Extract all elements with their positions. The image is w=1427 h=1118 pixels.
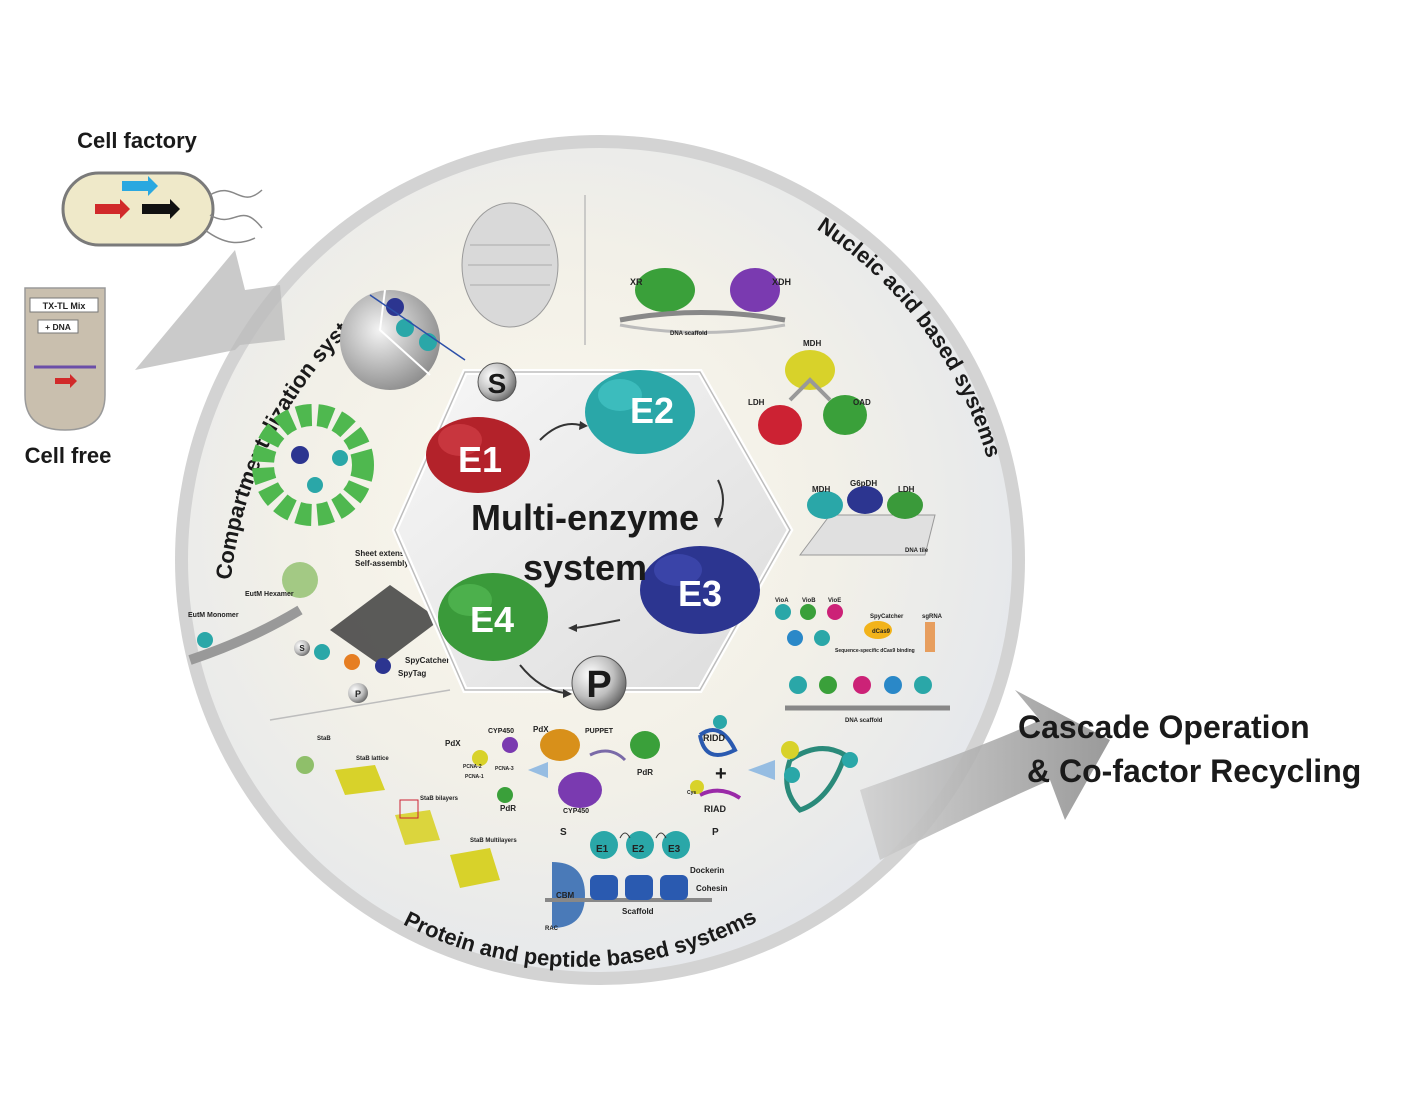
pdx-label-1: PdX bbox=[445, 739, 461, 748]
rac-label: RAC bbox=[545, 926, 559, 932]
g6pdh-label: G6pDH bbox=[850, 479, 877, 488]
vio-a: VioA bbox=[775, 598, 789, 604]
mdh-label-1: MDH bbox=[803, 339, 821, 348]
ldh-label-1: LDH bbox=[748, 398, 765, 407]
eutm-hexamer: EutM Hexamer bbox=[245, 591, 294, 598]
stab-lattice: StaB lattice bbox=[356, 756, 389, 762]
cell-free-label: Cell free bbox=[25, 443, 112, 468]
xr-label: XR bbox=[630, 277, 643, 287]
enzyme-e3 bbox=[640, 546, 760, 634]
stab-bilayers: StaB bilayers bbox=[420, 796, 459, 802]
product-ball bbox=[571, 655, 627, 711]
spy-substrate: S bbox=[299, 644, 305, 653]
arrow-e3-e4 bbox=[574, 619, 621, 629]
puppet-arrow bbox=[528, 762, 548, 778]
xr-xdh-scaffold bbox=[619, 268, 786, 334]
pcna-2: PCNA-2 bbox=[463, 764, 482, 770]
stab-layers bbox=[296, 756, 500, 888]
arrow-e4-p bbox=[519, 664, 566, 694]
dockerin-label: Dockerin bbox=[690, 866, 724, 875]
xdh-label: XDH bbox=[772, 277, 791, 287]
spy-product: P bbox=[355, 689, 361, 699]
enzyme-e4 bbox=[438, 573, 548, 661]
enzyme-e4-label: E4 bbox=[470, 599, 514, 640]
scaffold-e3: E3 bbox=[668, 844, 681, 855]
cascade-line1: Cascade Operation bbox=[1018, 709, 1310, 745]
ridd-plus: + bbox=[715, 763, 727, 785]
enzyme-e3-label: E3 bbox=[678, 573, 722, 614]
substrate-label: S bbox=[488, 368, 507, 399]
ridd-label: RIDD bbox=[703, 733, 725, 743]
dcas9-label: dCas9 bbox=[872, 629, 891, 635]
ridd-riad bbox=[690, 715, 858, 813]
eutm-monomer: EutM Monomer bbox=[188, 612, 239, 619]
enzyme-e1 bbox=[426, 417, 530, 493]
enzyme-e1-label: E1 bbox=[458, 439, 502, 480]
stab-multilayers: StaB Multilayers bbox=[470, 838, 517, 844]
scaffold-label: Scaffold bbox=[622, 907, 654, 916]
arrow-e1-e2 bbox=[539, 423, 581, 441]
compartment-capsule bbox=[461, 202, 559, 328]
left-arrow bbox=[135, 250, 285, 370]
pdr-label-2: PdR bbox=[500, 804, 516, 813]
pdr-label-1: PdR bbox=[637, 768, 653, 777]
cyp450-label-2: CYP450 bbox=[563, 808, 589, 815]
scaffold-e1: E1 bbox=[596, 844, 609, 855]
divider-bottom-left bbox=[269, 689, 451, 721]
spy-s-p-chain bbox=[294, 640, 391, 703]
compartment-sphere bbox=[340, 289, 466, 390]
oad-label: OAD bbox=[853, 398, 871, 407]
sheet-extension: Sheet extension bbox=[355, 549, 416, 558]
vio-b: VioB bbox=[802, 598, 816, 604]
arrow-e2-e3 bbox=[717, 479, 724, 521]
puppet-assembly bbox=[472, 729, 660, 808]
mdh-ldh-oad bbox=[758, 350, 867, 445]
riad-label: RIAD bbox=[704, 804, 726, 814]
vio-e: VioE bbox=[828, 598, 841, 604]
pcna-1: PCNA-1 bbox=[465, 774, 484, 780]
scaffold-p: P bbox=[712, 827, 719, 838]
eutm-sheet bbox=[188, 562, 440, 665]
self-assembly: Self-assembly bbox=[355, 559, 409, 568]
dna-scaffold-label-1: DNA scaffold bbox=[670, 331, 708, 337]
sgrna-label: sgRNA bbox=[922, 614, 943, 620]
cell-free-tube bbox=[24, 287, 106, 431]
spycatcher-right: SpyCatcher bbox=[870, 614, 904, 620]
compartment-ring bbox=[252, 404, 374, 526]
pcna-3: PCNA-3 bbox=[495, 766, 514, 772]
scaffold-e2: E2 bbox=[632, 844, 645, 855]
cohesin-label: Cohesin bbox=[696, 884, 728, 893]
dna-tile-label: DNA tile bbox=[905, 548, 929, 554]
ldh-label-2: LDH bbox=[898, 485, 915, 494]
cascade-arrow bbox=[860, 690, 1110, 860]
puppet-label: PUPPET bbox=[585, 728, 614, 735]
enzyme-e2 bbox=[585, 370, 695, 454]
vio-cascade bbox=[775, 604, 950, 711]
scaffold-s: S bbox=[560, 827, 567, 838]
dna-tile bbox=[799, 486, 936, 556]
cell-factory-icon bbox=[61, 171, 263, 247]
center-title-line1: Multi-enzyme bbox=[471, 497, 699, 538]
mdh-label-2: MDH bbox=[812, 485, 830, 494]
center-title-line2: system bbox=[523, 547, 647, 588]
stab-label: StaB bbox=[317, 736, 331, 742]
cohesin-dockerin-scaffold bbox=[545, 831, 712, 928]
tube-dna-label: + DNA bbox=[45, 322, 71, 332]
spytag-left: SpyTag bbox=[398, 669, 426, 678]
substrate-ball bbox=[477, 362, 517, 402]
cell-factory-label: Cell factory bbox=[77, 128, 198, 153]
cys-label: Cys bbox=[687, 790, 696, 796]
product-label: P bbox=[586, 664, 611, 706]
dna-scaffold-label-2: DNA scaffold bbox=[845, 718, 883, 724]
enzyme-e2-label: E2 bbox=[630, 390, 674, 431]
tube-top-label: TX-TL Mix bbox=[43, 301, 86, 311]
cascade-line2: & Co-factor Recycling bbox=[1027, 753, 1361, 789]
spycatcher-left: SpyCatcher bbox=[405, 656, 449, 665]
dcas9-binding: Sequence-specific dCas9 binding bbox=[835, 648, 915, 654]
cyp450-label-1: CYP450 bbox=[488, 728, 514, 735]
cbm-label: CBM bbox=[556, 891, 575, 900]
pdx-label-2: PdX bbox=[533, 725, 549, 734]
